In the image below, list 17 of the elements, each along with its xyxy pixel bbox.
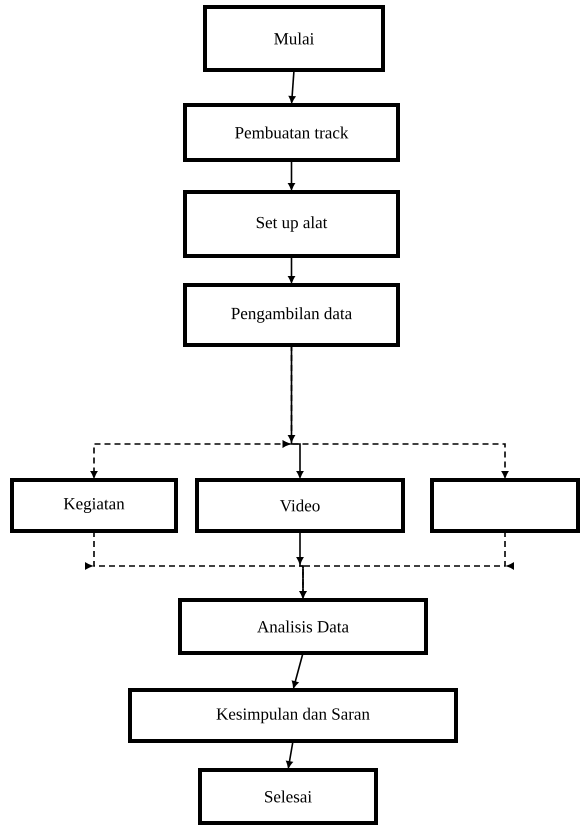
process-box: Pembuatan track	[183, 103, 400, 162]
arrow	[288, 160, 295, 190]
arrow	[288, 256, 295, 283]
process-box: Set up alat	[183, 190, 400, 258]
process-box: Video	[195, 478, 405, 533]
process-box: Kesimpulan dan Saran	[128, 688, 458, 743]
arrow	[296, 531, 306, 598]
arrow	[286, 740, 294, 768]
process-box: Pengambilan data	[183, 283, 400, 347]
process-box: Analisis Data	[178, 598, 428, 655]
arrow	[282, 345, 304, 478]
process-box: Mulai	[203, 5, 385, 72]
arrow	[292, 652, 304, 688]
arrow	[288, 70, 296, 103]
process-box: Selesai	[198, 768, 378, 825]
empty-box	[430, 478, 580, 533]
process-box: Kegiatan	[10, 478, 178, 533]
